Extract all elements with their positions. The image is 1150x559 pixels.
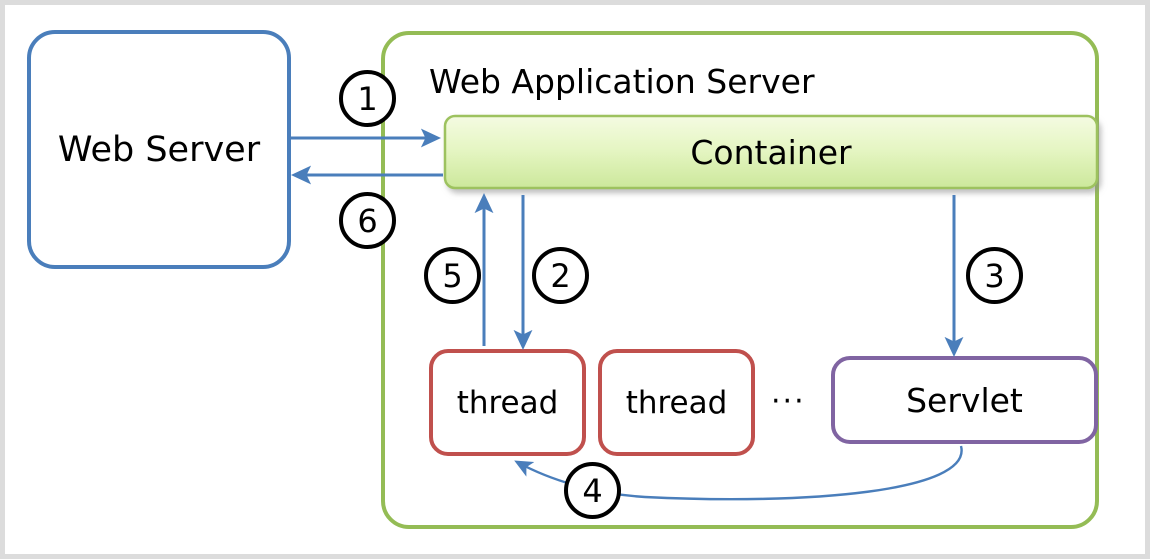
arrow-4-curve [514, 445, 963, 501]
ellipsis-label: ··· [771, 384, 806, 419]
step-badge-4: 4 [564, 462, 621, 519]
step-badge-6: 6 [339, 192, 396, 249]
step-badge-3: 3 [966, 247, 1023, 304]
servlet-box [831, 356, 1098, 444]
web-application-server-boundary [381, 31, 1099, 529]
web-server-box [27, 30, 291, 269]
diagram-vector-layer [27, 30, 1099, 529]
thread-1-box [429, 349, 586, 456]
step-badge-2: 2 [532, 247, 589, 304]
container-box [443, 114, 1099, 190]
web-application-server-title: Web Application Server [429, 62, 815, 101]
step-badge-5: 5 [424, 247, 481, 304]
thread-2-box [598, 349, 755, 456]
step-badge-1: 1 [339, 70, 396, 127]
